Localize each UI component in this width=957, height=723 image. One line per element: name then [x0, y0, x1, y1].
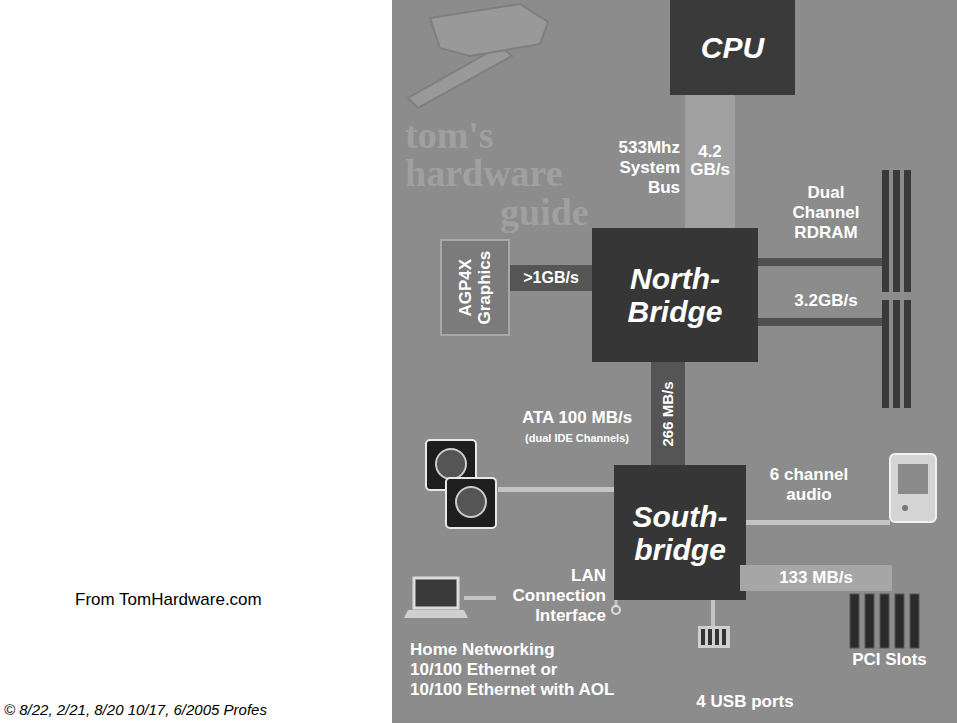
node-label: CPU — [701, 31, 764, 64]
bandwidth-label: 133 MB/s — [740, 565, 892, 591]
memory-slot — [882, 170, 889, 292]
usb-ports — [698, 626, 730, 648]
ide-cable — [498, 487, 620, 492]
hammer-watermark — [408, 4, 548, 108]
usb-block — [698, 626, 730, 648]
hard-drive — [446, 478, 496, 528]
memory-slot — [893, 170, 900, 292]
watermark-text: hardware — [405, 153, 563, 193]
usb-label: 4 USB ports — [680, 692, 810, 712]
lan-connector — [612, 606, 620, 614]
laptop-base — [404, 610, 468, 618]
memory-slot — [904, 170, 911, 292]
bus-connector — [651, 362, 685, 465]
pci-slot — [895, 594, 904, 648]
audio-label: 6 channel audio — [745, 465, 873, 505]
drive-platter — [456, 487, 486, 517]
usb-port — [715, 629, 719, 645]
usb-cable — [711, 600, 715, 626]
node-label: South-bridge — [614, 500, 746, 566]
hammer-handle — [408, 46, 512, 108]
audio-card-chip — [898, 464, 928, 494]
memory-slot — [882, 300, 889, 408]
audio-cable — [740, 520, 890, 525]
memory-slot — [893, 300, 900, 408]
watermark-text: tom's — [405, 115, 494, 155]
audio-jack — [902, 505, 908, 511]
bus-connector — [685, 95, 735, 228]
memory-channel — [752, 258, 884, 266]
pci-bus — [740, 565, 892, 591]
ide-note: (dual IDE Channels) — [508, 431, 646, 445]
node-label: AGP4X Graphics — [456, 245, 493, 330]
network-label: 10/100 Ethernet or — [410, 660, 557, 680]
network-label: 10/100 Ethernet with AOL — [410, 680, 614, 700]
memory-slot — [904, 300, 911, 408]
usb-port — [708, 629, 712, 645]
bus-label: 533Mhz System Bus — [606, 138, 680, 198]
ide-label: ATA 100 MB/s — [508, 408, 646, 428]
pci-slot — [850, 594, 859, 648]
bandwidth-label: >1GB/s — [521, 269, 581, 287]
pci-label: PCI Slots — [842, 650, 937, 670]
cpu-box: CPU — [670, 0, 795, 95]
hard-drives — [426, 440, 496, 528]
laptop-icon — [404, 578, 468, 618]
bus-connector — [510, 265, 592, 291]
drive-platter — [436, 449, 466, 479]
copyright-note: © 8/22, 2/21, 8/20 10/17, 6/2005 Profes — [4, 700, 267, 720]
pci-slot — [880, 594, 889, 648]
bandwidth-label: 3.2GB/s — [780, 291, 872, 311]
bandwidth-label: 266 MB/s — [660, 379, 677, 448]
audio-card-body — [890, 454, 936, 522]
memory-channel — [752, 318, 884, 326]
northbridge-box: North-Bridge — [592, 228, 758, 362]
memory-label: Dual Channel RDRAM — [780, 183, 872, 243]
network-label: Home Networking — [410, 640, 555, 660]
source-note: From TomHardware.com — [75, 590, 262, 610]
laptop-screen — [414, 578, 458, 608]
lan-cable — [464, 596, 496, 600]
bandwidth-label: 4.2 GB/s — [685, 143, 735, 180]
southbridge-box: South-bridge — [614, 465, 746, 600]
hammer-head — [430, 4, 548, 56]
graphics-box: AGP4X Graphics — [440, 239, 510, 336]
usb-port — [722, 629, 726, 645]
audio-card — [890, 454, 936, 522]
gray-panel — [392, 0, 957, 723]
rdram-bus — [752, 258, 884, 326]
pci-slot — [865, 594, 874, 648]
rdram-slots — [882, 170, 911, 408]
pci-slots — [850, 594, 919, 648]
lan-label: LAN Connection Interface — [500, 566, 606, 626]
node-label: North-Bridge — [592, 262, 758, 328]
pci-slot — [910, 594, 919, 648]
watermark-text: guide — [500, 192, 589, 232]
usb-port — [701, 629, 705, 645]
